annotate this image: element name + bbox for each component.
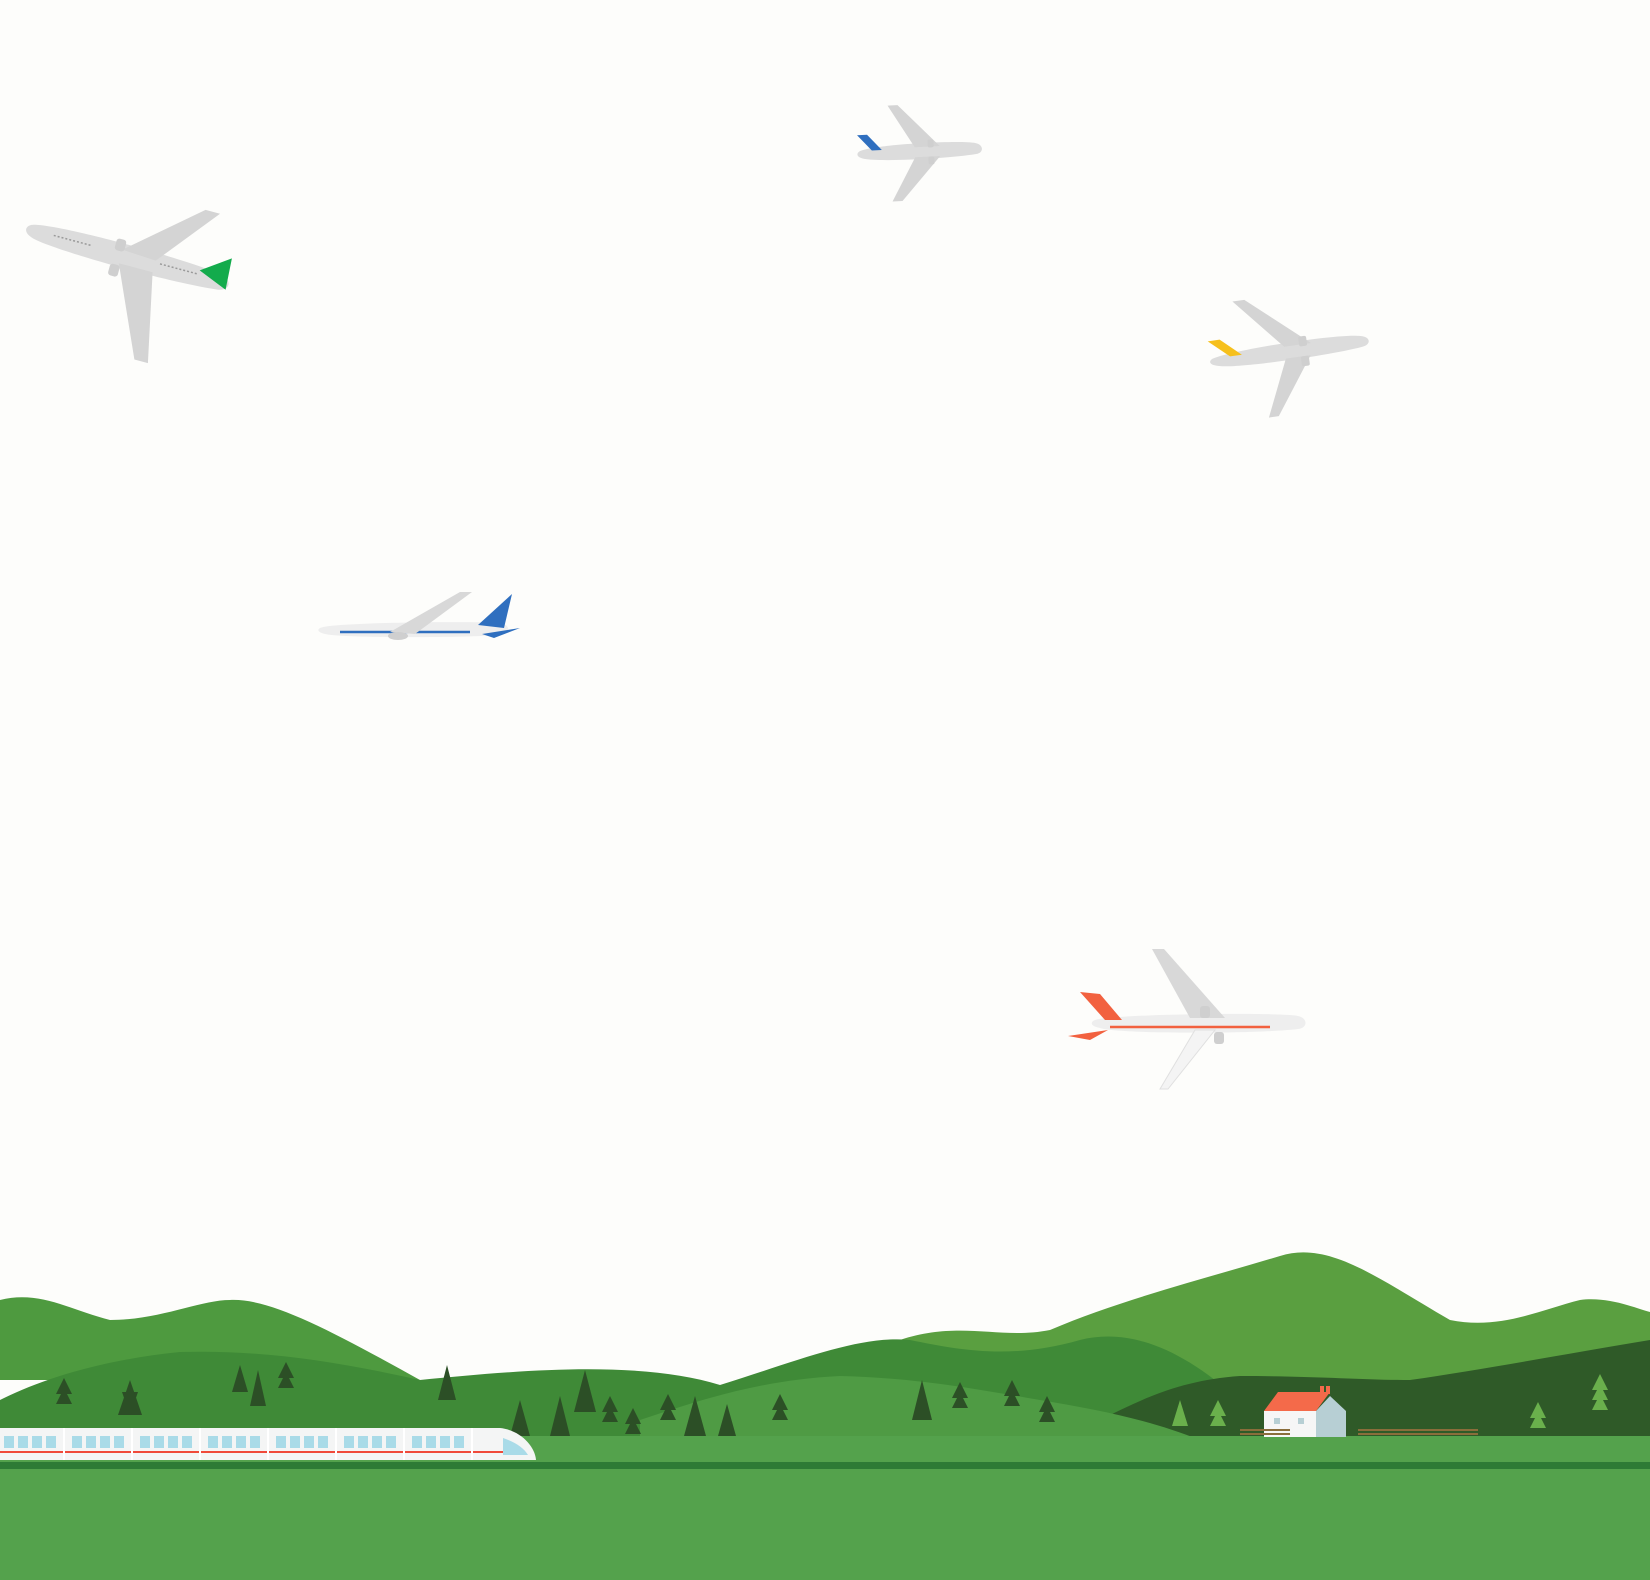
train-icon — [0, 1428, 536, 1460]
track — [0, 1462, 1650, 1469]
fence-icon — [1240, 1429, 1478, 1435]
hill-icon — [1100, 1340, 1650, 1440]
house-icon — [1264, 1386, 1346, 1437]
airplane-icon — [1068, 949, 1306, 1090]
airplane-icon — [318, 592, 520, 640]
airplane-icon — [1207, 299, 1369, 418]
tree-icon — [1172, 1374, 1608, 1428]
tree-icon — [56, 1362, 1055, 1434]
tree-icon — [118, 1365, 932, 1436]
hill-icon — [0, 1297, 420, 1380]
airplane-icon — [857, 105, 982, 202]
airplane-icon — [26, 209, 232, 364]
